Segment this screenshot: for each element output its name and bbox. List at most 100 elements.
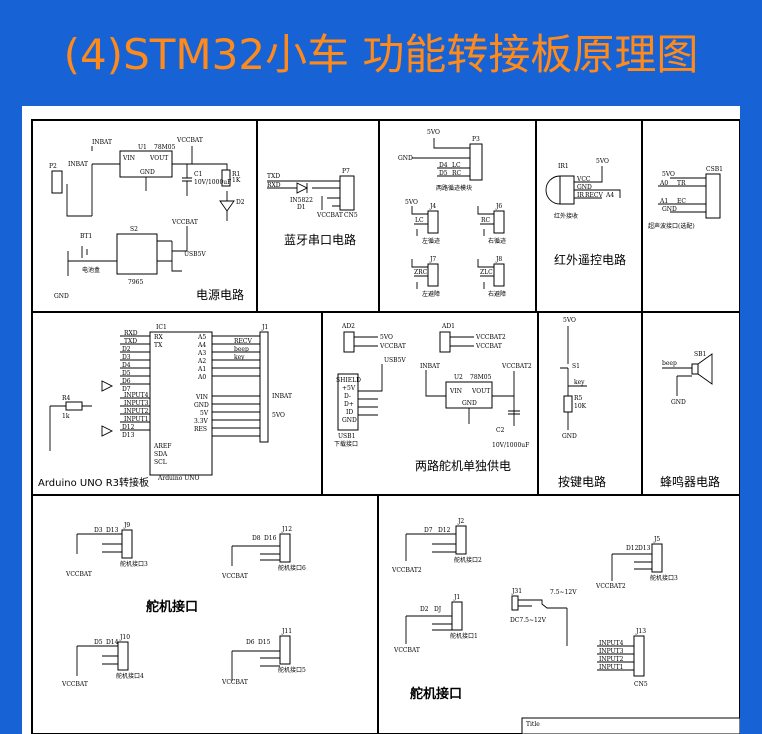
label-usb1: USB1 (338, 433, 355, 440)
label-right-avoid: 右避障 (488, 290, 506, 298)
label-j8: J8 (495, 256, 502, 263)
label-ir1: IR1 (558, 163, 569, 170)
label-inbat: INBAT (92, 139, 112, 146)
label-inbat-sp: INBAT (420, 363, 440, 370)
buzzer-circuit (662, 353, 713, 396)
label-78m05-sp: 78M05 (470, 374, 492, 381)
label-vccbat2-sp: VCCBAT2 (475, 334, 506, 341)
servo-left-circuit (76, 529, 291, 681)
label-d3: D3 (122, 354, 131, 361)
label-servo-port3-l: 舵机接口3 (120, 560, 148, 568)
label-3v3: 3.3V (194, 418, 209, 425)
caption-arduino: Arduino UNO R3转接板 (38, 476, 149, 489)
panel-servo-right (377, 494, 740, 734)
label-j12: J12 (281, 526, 292, 533)
label-5vo-a: 5VO (272, 412, 285, 419)
label-d7: D7 (122, 386, 131, 393)
label-5vo-j4: 5VO (405, 199, 418, 206)
connector-j7 (427, 263, 439, 287)
label-a3: A3 (197, 350, 206, 357)
label-recv: RECV (585, 192, 603, 199)
connector-j2 (455, 525, 467, 555)
label-j9: J9 (123, 522, 130, 529)
label-input1-r: INPUT1 (599, 664, 623, 671)
servo-power-circuit (337, 331, 520, 431)
label-d12-r: D12 (438, 527, 451, 534)
connector-j1 (259, 331, 269, 443)
label-d14-l: D14 (106, 639, 119, 646)
connector-j8 (493, 263, 505, 287)
regulator-u2 (445, 381, 493, 409)
label-d8-l: D8 (252, 535, 261, 542)
header-banner: (4)STM32小车 功能转接板原理图 (0, 0, 762, 104)
connector-ad1 (439, 331, 451, 353)
label-download-port: 下载接口 (334, 440, 358, 448)
caption-button: 按键电路 (558, 474, 606, 489)
dc-jack-j31 (511, 595, 519, 611)
label-rc: RC (452, 170, 462, 177)
label-5vo-ir: 5VO (596, 158, 609, 165)
label-j1: J1 (261, 324, 268, 331)
label-res: RES (194, 426, 207, 433)
label-r5-value: 10K (574, 403, 587, 410)
label-txd: TXD (124, 338, 137, 345)
label-5vo-btn: 5VO (563, 317, 576, 324)
panel-servo-left (31, 494, 379, 734)
label-j5: J5 (653, 536, 660, 543)
servo-right-circuit (405, 525, 740, 734)
label-servo-port1: 舵机接口1 (450, 632, 478, 640)
label-p3: P3 (472, 136, 480, 143)
label-d2: D2 (122, 346, 131, 353)
label-r5: R5 (574, 395, 583, 402)
label-vcc: VCC (576, 176, 591, 183)
ultrasonic-circuit (658, 173, 721, 219)
panel-button (537, 311, 643, 496)
panel-buzzer (641, 311, 740, 496)
panel-ir (535, 119, 643, 313)
ir-circuit (545, 166, 621, 205)
label-plus5v: +5V (342, 385, 356, 392)
label-j13: J13 (635, 628, 646, 635)
label-inbat-2: INBAT (68, 161, 88, 168)
label-tr: TR (677, 180, 686, 187)
label-j4: J4 (429, 203, 436, 210)
label-input3-r: INPUT3 (599, 648, 624, 655)
label-vccbat2-j2: VCCBAT2 (391, 567, 422, 574)
resistor-r1 (221, 169, 231, 187)
label-u1: U1 (138, 144, 147, 151)
label-gnd: GND (140, 169, 155, 176)
buzzer-sb1 (691, 363, 699, 375)
label-gnd-us: GND (662, 206, 677, 213)
label-c1-value: 10V/1000uF (194, 179, 231, 186)
label-input2: INPUT2 (124, 408, 149, 415)
label-d5: D5 (439, 170, 448, 177)
label-vccbat-sp: VCCBAT (379, 343, 406, 350)
label-j31: J31 (511, 588, 522, 595)
label-j1-r: J1 (453, 594, 460, 601)
resistor-r4 (65, 401, 83, 411)
caption-bluetooth: 蓝牙串口电路 (284, 232, 356, 247)
caption-buzzer: 蜂鸣器电路 (660, 474, 720, 489)
label-vccbat-j11: VCCBAT (221, 679, 248, 686)
label-ic1: IC1 (156, 324, 167, 331)
label-d12-r2: D12 (626, 545, 639, 552)
label-recv: RECV (234, 338, 252, 345)
label-7965: 7965 (128, 279, 143, 286)
label-gnd-bz: GND (671, 399, 686, 406)
label-usb5v: USB5V (184, 251, 206, 258)
label-servo-port4: 舵机接口4 (116, 672, 144, 680)
label-scl: SCL (154, 459, 167, 466)
label-d4: D4 (439, 162, 448, 169)
label-vccbat-j10: VCCBAT (61, 681, 88, 688)
label-j6: J6 (495, 203, 502, 210)
page-title: (4)STM32小车 功能转接板原理图 (63, 30, 699, 79)
label-vccbat2-j5: VCCBAT2 (595, 583, 626, 590)
arduino-ic1 (149, 331, 213, 476)
label-j11: J11 (281, 628, 292, 635)
label-j7: J7 (429, 256, 436, 263)
label-vccbat2-out: VCCBAT2 (501, 363, 532, 370)
label-s1: S1 (572, 363, 580, 370)
label-key-btn: key (574, 379, 585, 386)
label-d4: D4 (122, 362, 131, 369)
label-5vo-sp: 5VO (380, 334, 393, 341)
